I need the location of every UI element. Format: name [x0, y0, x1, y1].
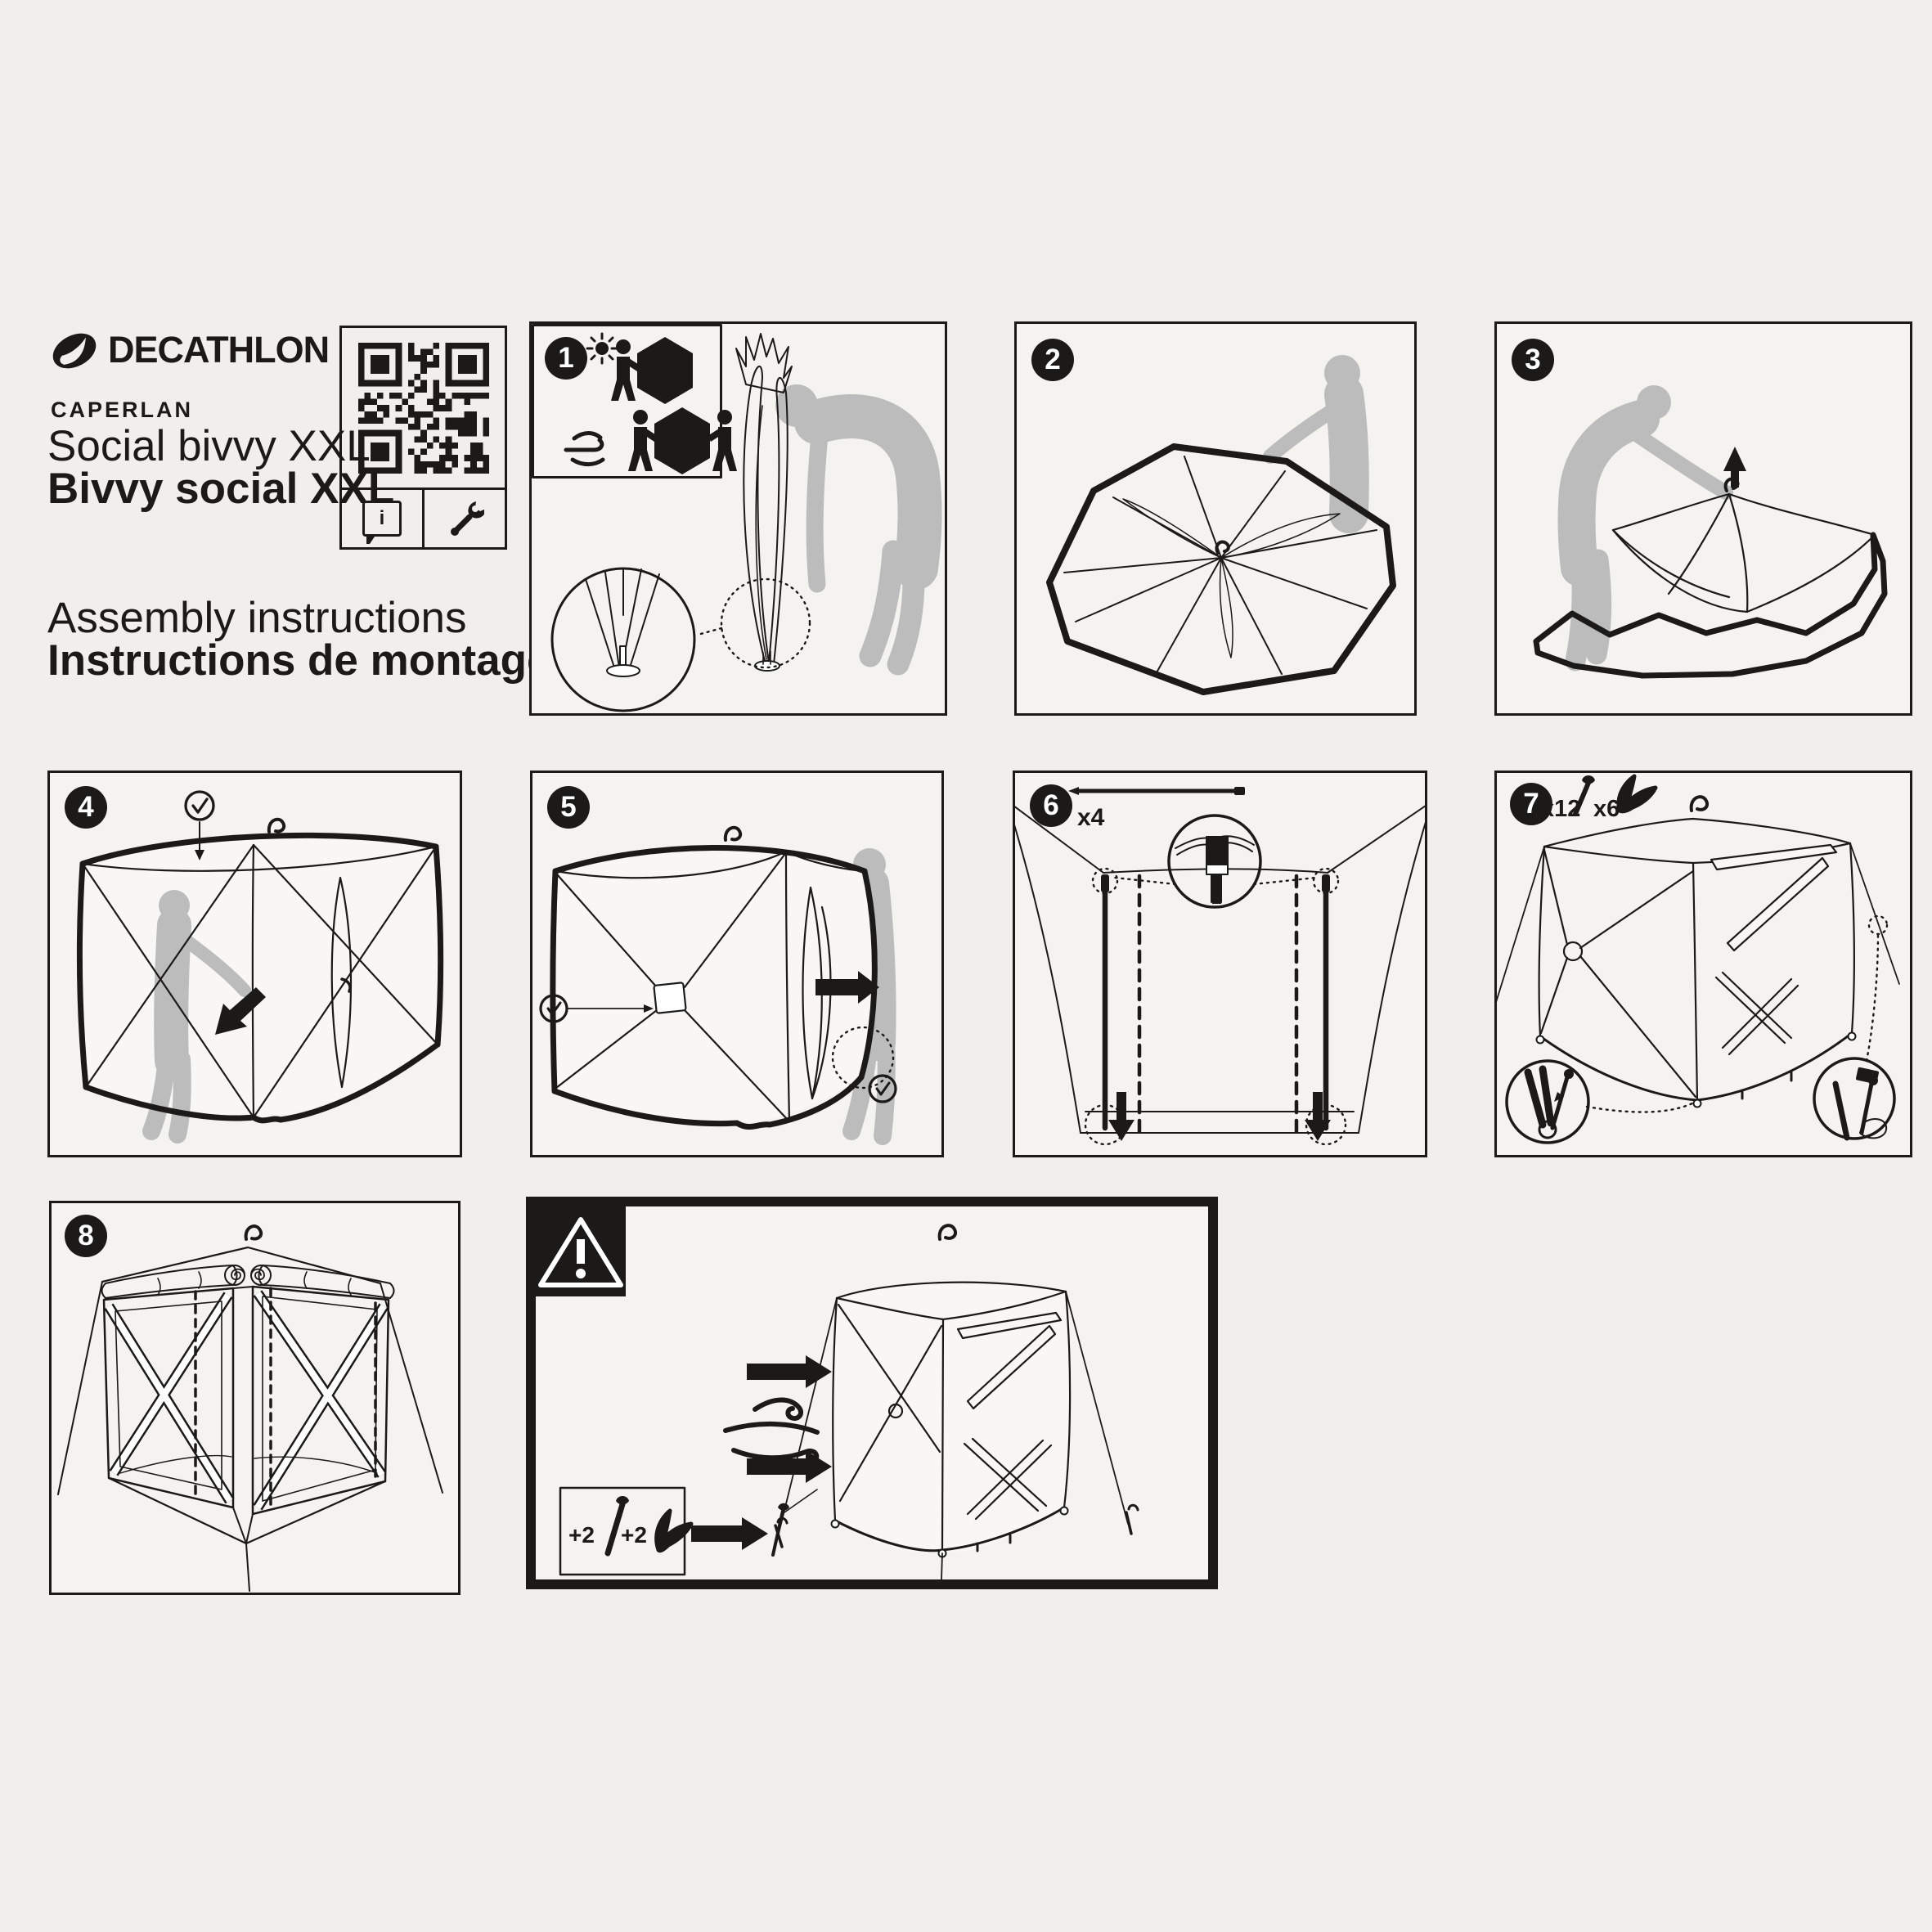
step-5-badge: 5 [547, 786, 590, 829]
person-silhouette [142, 890, 251, 1143]
detail-dotted-circle [831, 1026, 895, 1090]
vertical-poles [1101, 874, 1330, 1131]
warning-panel: +2 +2 [526, 1197, 1218, 1589]
wrench-icon [422, 490, 505, 547]
person-silhouette [775, 384, 942, 676]
corner-post [232, 1286, 254, 1544]
decathlon-logo: DECATHLON [49, 329, 330, 371]
pitched-tent [1497, 795, 1900, 1108]
tent-outline [550, 845, 878, 1130]
tent-interior [1015, 805, 1425, 1134]
product-name-en: Social bivvy XXL [47, 422, 371, 470]
product-name-fr: Bivvy social XXL [47, 465, 395, 513]
tensioner-quantity-label: x6 [1593, 796, 1620, 822]
check-indicator [184, 790, 215, 860]
sun-icon [586, 332, 618, 365]
brand-name: DECATHLON [108, 329, 330, 371]
warning-triangle-icon [536, 1206, 626, 1296]
pole-quantity-label: x4 [1077, 804, 1105, 831]
extra-tensioner-quantity-label: +2 [621, 1522, 647, 1548]
step-4-badge: 4 [65, 786, 107, 829]
folded-tent [735, 333, 793, 672]
extra-pegs-box [559, 1486, 694, 1576]
tent-peg-icon [604, 1496, 629, 1557]
decathlon-logo-mark [52, 333, 97, 369]
tent-body [555, 847, 873, 1126]
step-8-panel: 8 [49, 1201, 461, 1595]
rolled-up-walls [101, 1265, 395, 1299]
down-arrows [1108, 1092, 1331, 1141]
push-arrow [215, 987, 266, 1035]
apply-arrow [691, 1517, 768, 1550]
flat-folded-tent [1046, 443, 1396, 695]
hub-hook [1215, 540, 1230, 555]
target-peg [771, 1489, 818, 1557]
right-mesh-wall [251, 1285, 390, 1516]
step-1-illustration [532, 324, 942, 712]
step-3-illustration [1533, 385, 1888, 679]
step-1-panel: 1 [529, 321, 947, 716]
pull-up-arrow [1723, 447, 1746, 487]
guyline-tensioner-icon [1616, 774, 1658, 814]
info-label: i [379, 507, 385, 529]
tent-peg-icon [1573, 775, 1595, 816]
step-3-panel: 3 [1494, 321, 1912, 716]
push-arrow [815, 971, 879, 1004]
qr-panel: i [339, 326, 507, 550]
tensioner-magnifier [1813, 933, 1896, 1141]
one-person-carry-icon [611, 337, 693, 404]
tent-folds [81, 843, 439, 1119]
hub-hook [267, 817, 286, 833]
warning-illustration [536, 1206, 1139, 1579]
pole-icon [1068, 787, 1245, 795]
peg-magnifier [1505, 1059, 1697, 1144]
peg-quantity-label: x12 [1541, 796, 1581, 822]
check-indicator-bottom [868, 1074, 897, 1103]
guyed-tent [774, 1224, 1139, 1579]
left-mesh-wall [102, 1287, 235, 1509]
roof [101, 1224, 382, 1285]
step-5-panel: 5 [530, 771, 944, 1157]
step-5-illustration [539, 825, 897, 1145]
wind-arrows [747, 1355, 832, 1483]
step-2-badge: 2 [1031, 339, 1074, 381]
sub-brand: CAPERLAN [51, 398, 194, 422]
step-7-badge: 7 [1510, 783, 1552, 825]
two-person-carry-icon [628, 407, 737, 474]
step-3-badge: 3 [1512, 339, 1554, 381]
step-7-illustration [1497, 774, 1900, 1144]
guyline-tensioner-icon [654, 1508, 694, 1553]
step-7-panel: 7 x12 x6 [1494, 771, 1912, 1157]
wind-icon [723, 1397, 820, 1464]
hub-hook [723, 825, 743, 842]
step-8-illustration [57, 1224, 443, 1592]
wind-icon [564, 431, 605, 467]
tent-folds [554, 850, 866, 1123]
step-1-badge: 1 [545, 337, 587, 380]
qr-code [342, 328, 505, 490]
tent-outline [77, 832, 444, 1124]
info-speech-bubble-icon: i [342, 490, 422, 547]
hub-magnifier [1113, 814, 1318, 909]
step-6-illustration [1015, 787, 1425, 1146]
extra-peg-quantity-label: +2 [568, 1522, 595, 1548]
step-2-illustration [1046, 355, 1396, 695]
half-raised-tent [1533, 477, 1888, 679]
floor-edges [107, 1454, 387, 1545]
title-en: Assembly instructions [47, 594, 467, 642]
step-4-illustration [77, 790, 444, 1143]
base-magnifier [550, 567, 696, 712]
guy-lines [57, 1281, 443, 1592]
title-fr: Instructions de montage [47, 636, 551, 685]
step-6-badge: 6 [1030, 784, 1072, 827]
step-4-panel: 4 [47, 771, 462, 1157]
check-indicator-left [539, 994, 654, 1023]
step-2-panel: 2 [1014, 321, 1417, 716]
step-8-badge: 8 [65, 1215, 107, 1257]
step-6-panel: 6 x4 [1013, 771, 1427, 1157]
person-silhouette [1263, 355, 1369, 533]
